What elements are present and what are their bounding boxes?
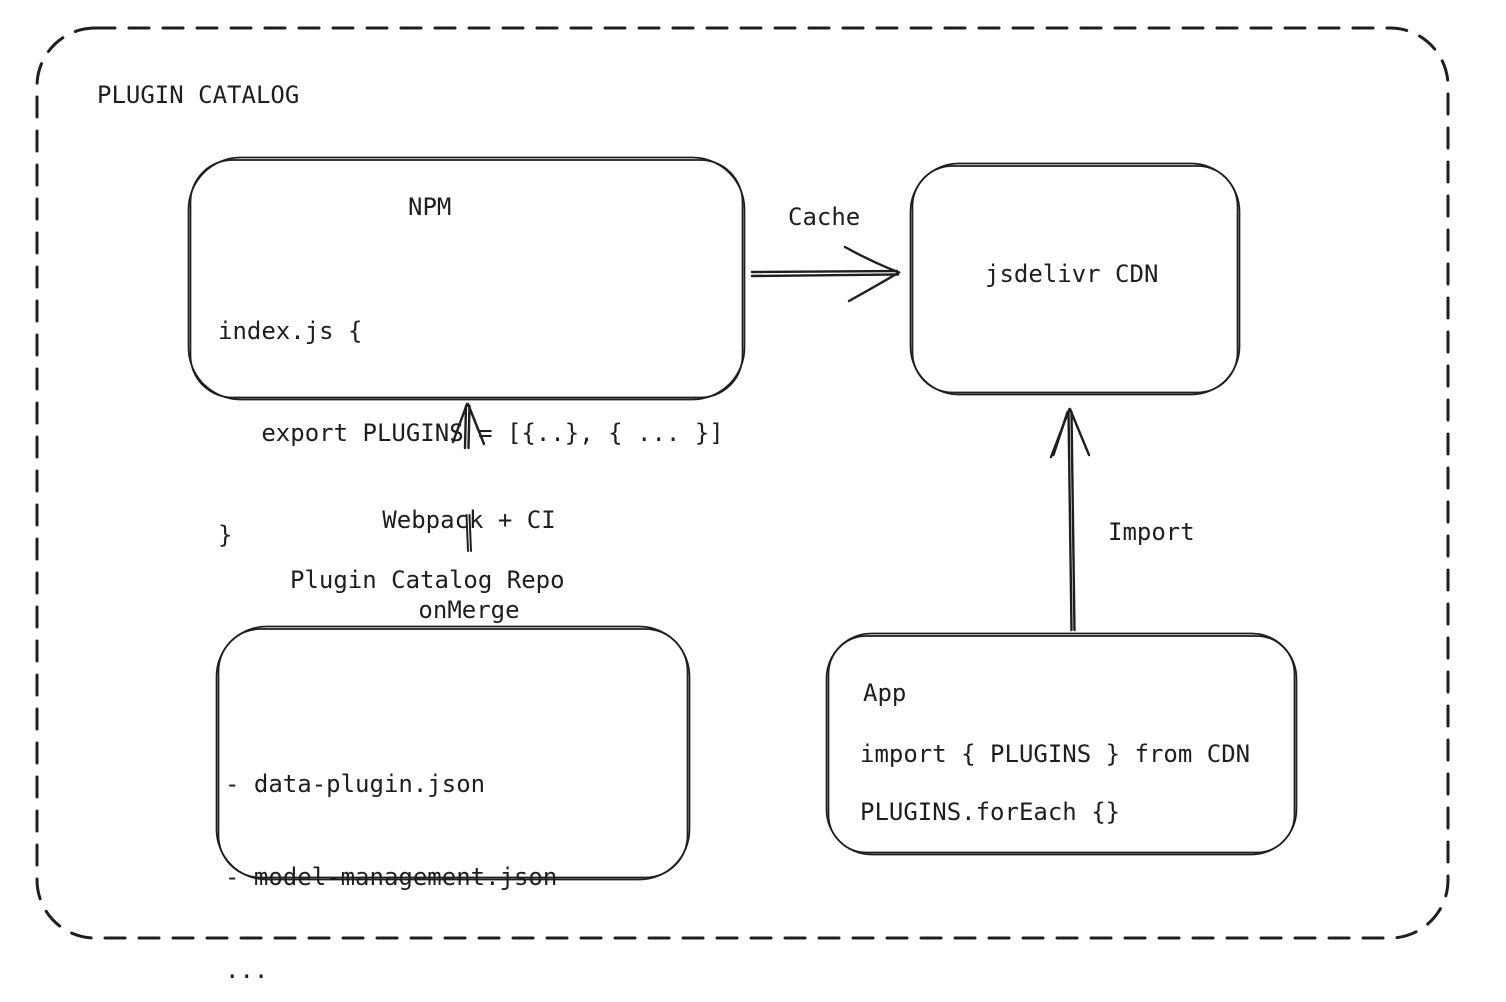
cache-edge-label: Cache [788,203,861,231]
build-connector-line [465,514,472,552]
plugin-catalog-boundary [35,26,1450,940]
cache-arrow [750,245,901,303]
import-edge-label: Import [1108,518,1195,546]
repo-file-item: - data-plugin.json [225,770,486,798]
app-code-line-2: PLUGINS.forEach {} [860,798,1121,826]
build-edge-label-line2: onMerge [418,596,520,624]
npm-code-line: export PLUGINS = [{..}, { ... }] [218,419,724,447]
npm-code-block: index.js { export PLUGINS = [{..}, { ...… [218,246,724,620]
app-code-line-1: import { PLUGINS } from CDN [860,740,1251,768]
npm-code-line: index.js { [218,317,363,345]
app-node-shape [825,632,1298,856]
npm-node-title: NPM [408,193,452,221]
repo-node-label: Plugin Catalog Repo [290,566,565,594]
repo-file-list: - data-plugin.json - model-management.js… [225,707,557,1002]
cdn-node-shape [909,162,1241,396]
build-edge-label: Webpack + CI onMerge [377,445,561,685]
repo-file-item: ... [225,956,269,984]
build-edge-label-line1: Webpack + CI [382,506,556,534]
cdn-node-label: jsdelivr CDN [985,260,1159,288]
npm-code-line: } [218,521,233,549]
npm-node-shape [187,156,746,401]
import-arrow [1049,407,1091,632]
app-node-title: App [863,679,907,707]
repo-node-shape [215,625,691,881]
build-arrow-head [451,402,486,450]
diagram-title: PLUGIN CATALOG [97,81,300,109]
repo-file-item: - model-management.json [225,863,558,891]
